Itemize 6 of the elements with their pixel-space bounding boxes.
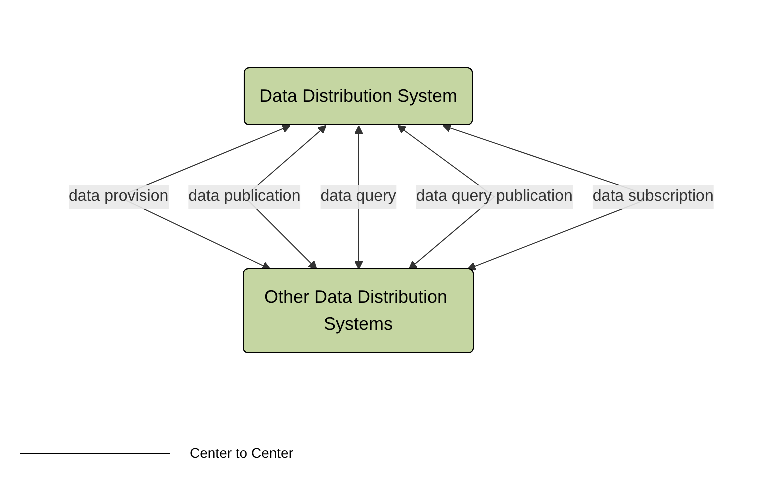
edge-label: data publication (188, 188, 301, 204)
edge-label: data query (320, 188, 396, 204)
edge-label: data subscription (592, 188, 714, 204)
edge-label: data query publication (416, 188, 573, 204)
legend-label: Center to Center (190, 445, 294, 461)
edge-label: data provision (69, 188, 169, 204)
